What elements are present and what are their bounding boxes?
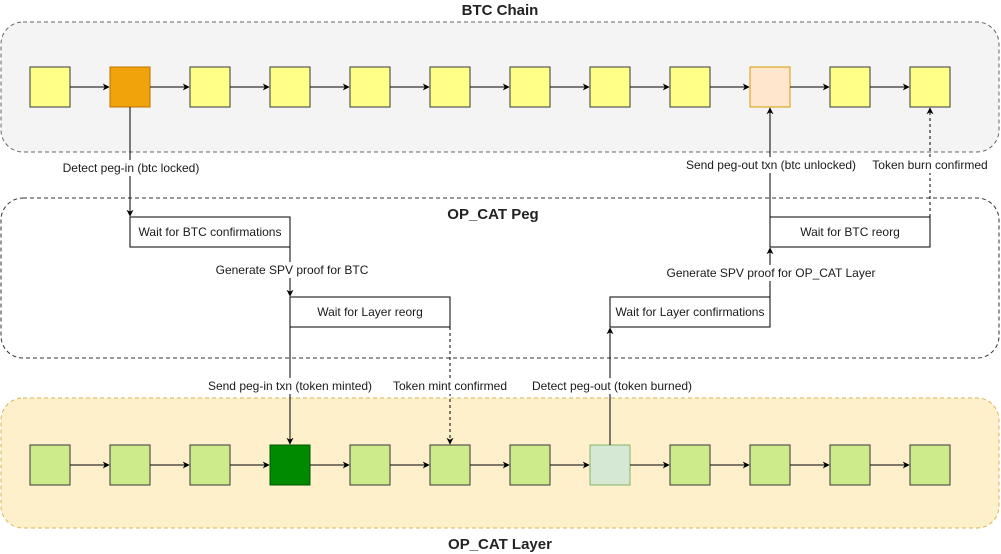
step-label: Wait for BTC confirmations <box>139 225 282 239</box>
btc-block-peg-out <box>749 66 791 108</box>
layer-block-chain <box>29 444 951 486</box>
edge-label-bg-generate-spv-layer <box>664 265 878 281</box>
edge-label-bg-generate-spv-btc <box>214 262 370 278</box>
edge-label-generate-spv-layer: Generate SPV proof for OP_CAT Layer <box>667 266 876 280</box>
step-wait-layer-confirmations: Wait for Layer confirmations <box>609 296 771 328</box>
edge-label-bg-detect-peg-in <box>60 160 202 176</box>
peg-title: OP_CAT Peg <box>447 206 538 223</box>
step-label: Wait for Layer confirmations <box>616 305 765 319</box>
layer-block-burned <box>589 444 631 486</box>
btc-chain-title: BTC Chain <box>462 2 539 19</box>
step-label: Wait for Layer reorg <box>317 305 423 319</box>
btc-block <box>589 66 631 108</box>
layer-block <box>429 444 471 486</box>
edge-label-token-burn-confirmed: Token burn confirmed <box>872 158 987 172</box>
edge-label-token-mint-confirmed: Token mint confirmed <box>393 379 507 393</box>
edge-label-detect-peg-out: Detect peg-out (token burned) <box>532 379 692 393</box>
step-label: Wait for BTC reorg <box>800 225 900 239</box>
layer-block <box>189 444 231 486</box>
layer-container <box>0 397 1000 529</box>
btc-block <box>189 66 231 108</box>
layer-block <box>349 444 391 486</box>
layer-block <box>29 444 71 486</box>
layer-block <box>829 444 871 486</box>
layer-title: OP_CAT Layer <box>448 536 552 553</box>
layer-block <box>509 444 551 486</box>
layer-block <box>909 444 951 486</box>
btc-block <box>269 66 311 108</box>
btc-block <box>909 66 951 108</box>
step-wait-layer-reorg: Wait for Layer reorg <box>289 296 451 328</box>
edge-label-bg-send-peg-out <box>684 157 858 173</box>
layer-block-minted <box>269 444 311 486</box>
edge-label-detect-peg-in: Detect peg-in (btc locked) <box>63 161 200 175</box>
layer-block <box>749 444 791 486</box>
edge-label-bg-token-burn-confirmed <box>870 157 990 173</box>
btc-block <box>509 66 551 108</box>
btc-block-chain <box>29 66 951 108</box>
edge-label-bg-detect-peg-out <box>530 378 694 394</box>
btc-block <box>829 66 871 108</box>
edge-label-generate-spv-btc: Generate SPV proof for BTC <box>216 263 369 277</box>
edge-label-send-peg-out: Send peg-out txn (btc unlocked) <box>686 158 856 172</box>
edge-label-bg-send-peg-in <box>206 378 374 394</box>
step-wait-btc-confirmations: Wait for BTC confirmations <box>129 216 291 248</box>
btc-block <box>429 66 471 108</box>
btc-block-peg-in <box>109 66 151 108</box>
btc-block <box>349 66 391 108</box>
layer-block <box>109 444 151 486</box>
layer-block <box>669 444 711 486</box>
edge-label-bg-token-mint-confirmed <box>392 378 508 394</box>
step-wait-btc-reorg: Wait for BTC reorg <box>769 216 931 248</box>
btc-block <box>29 66 71 108</box>
edge-label-send-peg-in: Send peg-in txn (token minted) <box>208 379 372 393</box>
btc-block <box>669 66 711 108</box>
